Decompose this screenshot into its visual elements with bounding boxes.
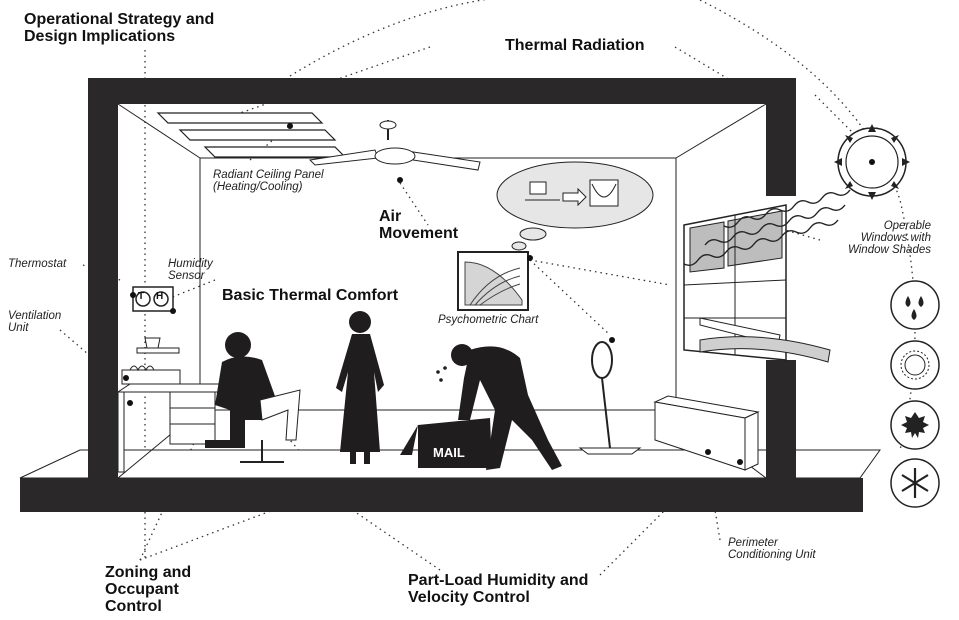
desk [116,383,234,473]
label-line: Perimeter [728,537,778,549]
label-line: Operable [883,220,931,232]
standing-person [336,311,384,464]
psychometric-chart-frame [457,251,533,311]
label-line: Unit [8,322,29,335]
label-line: Control [105,597,162,615]
thermostat-label: Thermostat [8,258,67,270]
operable-windows-label: Operable Windows with Window Shades [848,220,931,256]
mail-box [400,418,492,468]
ventilation-unit [121,337,181,385]
label-line: Air [379,208,402,225]
seated-person [205,332,301,463]
psychometric-chart-label: Psychometric Chart [438,314,539,326]
thought-cloud [496,161,654,251]
thermostat-device [130,286,176,314]
label-line: Ventilation [8,310,62,322]
ceiling-fan [308,120,481,183]
heat-waves [683,189,851,267]
left-wall [88,78,118,478]
zoning-occupant-control-label: Zoning and Occupant Control [105,564,192,615]
sun-small-icon [890,340,940,390]
pedestal-fan [578,337,642,455]
label-line: Velocity Control [408,588,530,606]
radiant-ceiling-panel-label: Radiant Ceiling Panel (Heating/Cooling) [213,169,324,193]
snowflake-icon [890,458,940,508]
ventilation-unit-label: Ventilation Unit [8,310,61,334]
radiant-ceiling-panels [156,112,347,158]
label-line: Radiant Ceiling Panel [213,169,324,181]
leaf-icon [890,400,940,450]
thermal-radiation-label: Thermal Radiation [505,37,645,54]
humidity-badge: H [156,291,164,302]
perimeter-conditioning-unit-label: Perimeter Conditioning Unit [728,537,816,561]
label-line: Sensor [168,270,205,283]
right-wall-lower [766,360,796,478]
bending-person [436,344,562,470]
right-wall-upper [766,78,796,196]
operable-windows [683,204,831,363]
label-line: Window Shades [848,244,931,257]
mail-label: MAIL [433,445,465,460]
label-line: Conditioning Unit [728,549,816,562]
basic-thermal-comfort-label: Basic Thermal Comfort [222,287,399,304]
base-slab [20,478,863,512]
label-line: Part-Load Humidity and [408,572,589,589]
label-line: Windows with [860,232,931,245]
rain-drops-icon [890,280,940,330]
roof-wall [88,78,796,104]
part-load-humidity-label: Part-Load Humidity and Velocity Control [408,572,589,607]
label-line: Occupant [105,580,179,598]
weather-icon-column [890,280,940,508]
heading-line: Design Implications [24,27,176,45]
sun-icon [834,124,910,200]
perimeter-unit [653,395,760,471]
label-line: Humidity [168,258,213,270]
label-line: Zoning and [105,564,192,581]
thermostat-badge: T [138,291,145,302]
heading-line: Operational Strategy and [24,11,215,28]
label-line: Movement [379,224,459,242]
air-movement-label: Air Movement [379,208,459,243]
label-line: (Heating/Cooling) [213,181,303,194]
humidity-sensor-label: Humidity Sensor [168,258,213,282]
operational-strategy-heading: Operational Strategy and Design Implicat… [24,11,215,46]
